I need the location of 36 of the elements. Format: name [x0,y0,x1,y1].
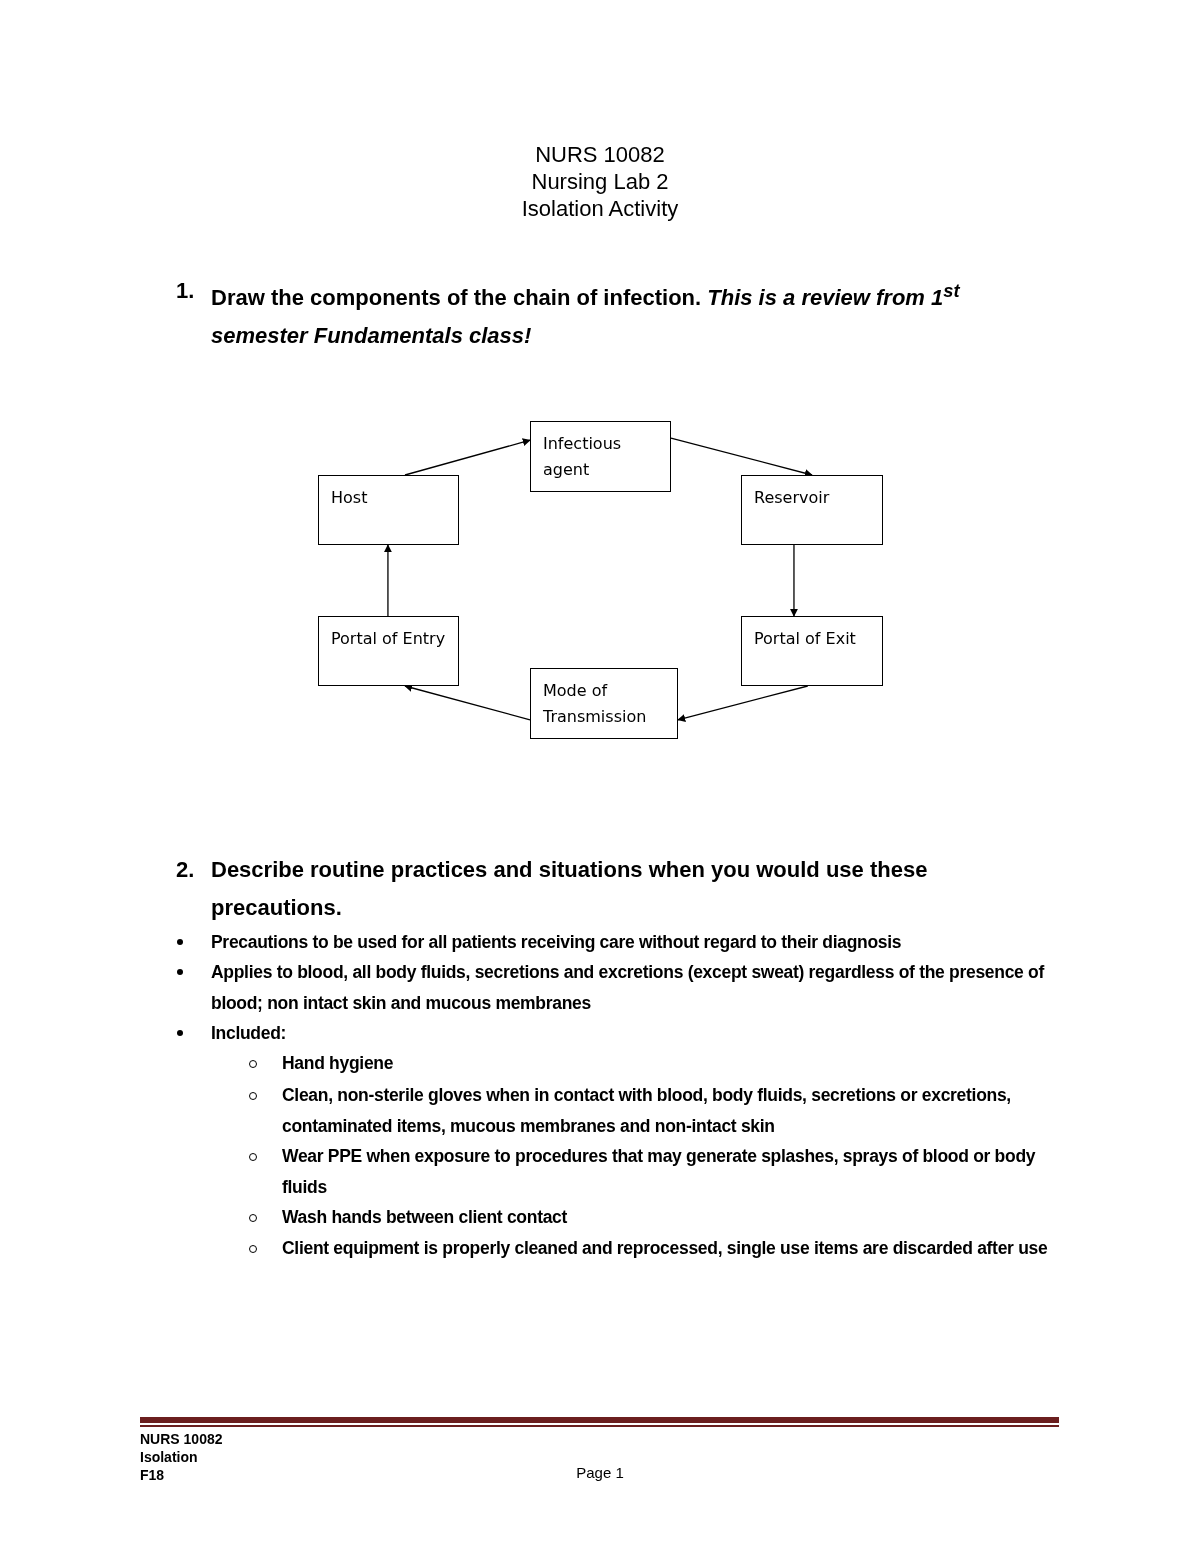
bullet-text: Precautions to be used for all patients receiving care without regard to their diagnosis [211,931,903,954]
page-title: Nursing Lab 2 [530,169,670,195]
process-box [318,475,459,545]
footer-text: F18 [140,1466,166,1484]
box-label: Reservoir [754,487,831,509]
bullet-text: Clean, non-sterile gloves when in contact with blood, body fluids, secretions or excretions, contaminated items, mucous membranes and non-intact skin [282,1084,1012,1138]
process-box [741,616,883,686]
box-label: Portal of Entry [331,628,446,650]
bullet-text: Hand hygiene [282,1052,395,1075]
process-box [741,475,883,545]
page-title: NURS 10082 [534,142,666,168]
bullet-text: Applies to blood, all body fluids, secretions and excretions (except sweat) regardless of the presence of blood; non intact skin and mucous membranes [211,961,1046,1015]
process-box [530,421,671,492]
question-text: Draw the components of the chain of infection. This is a review from 1$^{st}$ semester Fundamentals class! [211,279,961,351]
arrow [789,544,798,617]
question-number: 1. [176,277,196,305]
arrow [383,544,392,617]
page-number: Page 1 [575,1464,625,1481]
arrow [677,685,809,722]
box-label: Portal of Exit [754,628,857,650]
bullet-text: Included: [211,1022,288,1045]
question-number: 2. [176,856,196,884]
footer-text: Isolation [140,1448,199,1466]
bullet-text: Wash hands between client contact [282,1206,569,1229]
page-title: Isolation Activity [520,196,680,222]
box-label: Mode of Transmission [543,680,648,728]
bullet-text: Client equipment is properly cleaned and reprocessed, single use items are discarded after use [282,1237,1049,1260]
box-label: Infectious agent [543,433,623,481]
process-box [318,616,459,686]
arrow [404,438,531,476]
process-box [530,668,678,739]
box-label: Host [331,487,369,509]
arrow [404,684,531,721]
question-text: Describe routine practices and situations when you would use these precautions. [211,856,929,922]
footer-text: NURS 10082 [140,1430,224,1448]
bullet-text: Wear PPE when exposure to procedures that may generate splashes, sprays of blood or body fluids [282,1145,1037,1199]
